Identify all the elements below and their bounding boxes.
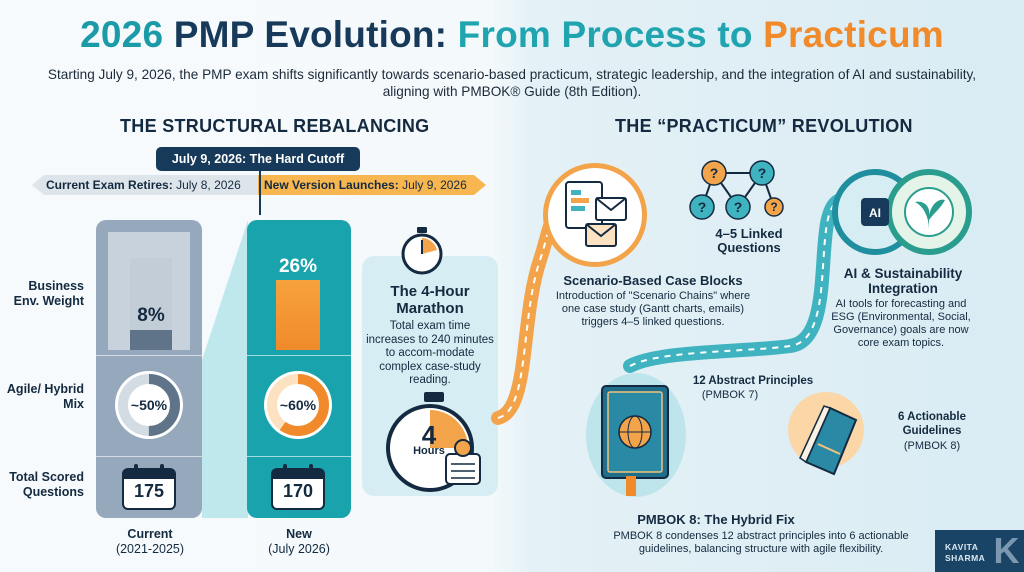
- current-bar-fill: [130, 330, 172, 350]
- hybrid-fix-text: PMBOK 8 condenses 12 abstract principles…: [613, 530, 909, 555]
- new-total-questions: 170: [282, 481, 314, 501]
- row-label-business: Business Env. Weight: [13, 279, 84, 308]
- pmbok8-book-icon: [799, 405, 858, 476]
- principles-title: 12 Abstract Principles: [692, 375, 814, 387]
- stopwatch-unit: Hours: [413, 445, 445, 457]
- retire-banner: Current Exam Retires: July 8, 2026: [32, 175, 258, 195]
- retire-date: July 8, 2026: [176, 178, 241, 192]
- pmbok7-book-icon: [601, 385, 669, 496]
- new-business-weight: 26%: [278, 256, 318, 277]
- new-agile-mix: ~60%: [279, 397, 317, 413]
- new-calendar-icon: 170: [271, 464, 325, 510]
- title-practicum: Practicum: [763, 14, 944, 55]
- row-label-agile: Agile/ Hybrid Mix: [6, 382, 84, 411]
- cutoff-banner: July 9, 2026: The Hard Cutoff: [156, 147, 360, 171]
- ai-text: AI tools for forecasting and ESG (Enviro…: [831, 298, 971, 349]
- divider: [96, 355, 202, 356]
- current-calendar-icon: 175: [122, 464, 176, 510]
- current-agile-mix: ~50%: [130, 397, 168, 413]
- logo-line2: SHARMA: [945, 553, 986, 563]
- title-pmp: PMP Evolution:: [173, 14, 448, 55]
- current-agile-arc: [118, 374, 180, 436]
- hybrid-fix-title: PMBOK 8: The Hybrid Fix: [637, 512, 795, 527]
- linked-questions-label: 4–5 Linked Questions: [715, 226, 783, 255]
- svg-text:?: ?: [758, 165, 767, 181]
- logo-line1: KAVITA: [945, 542, 979, 552]
- new-agile-arc: [267, 374, 329, 436]
- case-title: Scenario-Based Case Blocks: [563, 273, 743, 288]
- new-bar-fill: [276, 280, 320, 350]
- big-stopwatch-icon: [386, 392, 481, 492]
- marathon-title: The 4-Hour Marathon: [390, 283, 470, 317]
- ai-badge: AI: [869, 206, 881, 220]
- principles-subtitle: (PMBOK 7): [701, 389, 759, 401]
- practicum-heading: THE “PRACTICUM” REVOLUTION: [615, 116, 913, 136]
- stopwatch-icon: [401, 227, 443, 275]
- ai-sustainability-icon: AI: [832, 169, 972, 255]
- svg-text:?: ?: [710, 165, 719, 181]
- divider: [247, 456, 351, 457]
- launch-date: July 9, 2026: [402, 178, 467, 192]
- title-year: 2026: [80, 14, 164, 55]
- current-period: (2021-2025): [115, 542, 185, 556]
- new-period: (July 2026): [268, 542, 330, 556]
- current-label: Current: [127, 527, 173, 541]
- guidelines-title: 6 Actionable Guidelines: [898, 411, 966, 437]
- current-business-weight: 8%: [137, 305, 165, 326]
- retire-label: Current Exam Retires:: [46, 178, 173, 192]
- current-column-label: Current (2021-2025): [80, 527, 220, 557]
- case-block-icon: [543, 163, 647, 267]
- svg-text:?: ?: [770, 200, 777, 214]
- page-title: 2026 PMP Evolution: From Process to Prac…: [0, 14, 1024, 56]
- divider: [96, 456, 202, 457]
- subtitle: Starting July 9, 2026, the PMP exam shif…: [47, 67, 977, 99]
- structural-heading: THE STRUCTURAL REBALANCING: [120, 116, 430, 136]
- marathon-text: Total exam time increases to 240 minutes…: [366, 320, 494, 386]
- row-label-total: Total Scored Questions: [9, 470, 84, 499]
- svg-text:?: ?: [734, 199, 743, 215]
- transition-wedge: [202, 220, 248, 518]
- launch-banner: New Version Launches: July 9, 2026: [258, 175, 486, 195]
- current-agile-donut: [115, 371, 183, 439]
- divider: [247, 355, 351, 356]
- cutoff-line: [259, 171, 261, 215]
- svg-text:?: ?: [698, 199, 707, 215]
- title-from: From Process to: [457, 14, 753, 55]
- launch-label: New Version Launches:: [264, 178, 399, 192]
- guidelines-subtitle: (PMBOK 8): [903, 440, 961, 452]
- current-total-questions: 175: [133, 481, 165, 501]
- new-label: New: [286, 527, 312, 541]
- new-agile-donut: [264, 371, 332, 439]
- ai-title: AI & Sustainability Integration: [843, 266, 963, 296]
- new-column-label: New (July 2026): [229, 527, 369, 557]
- brand-logo: KAVITA SHARMA K: [935, 530, 1024, 572]
- linked-questions-icon: ? ? ? ? ?: [689, 160, 784, 220]
- stopwatch-number: 4: [421, 420, 437, 450]
- logo-mark: K: [993, 530, 1020, 571]
- case-text: Introduction of "Scenario Chains" where …: [555, 290, 751, 328]
